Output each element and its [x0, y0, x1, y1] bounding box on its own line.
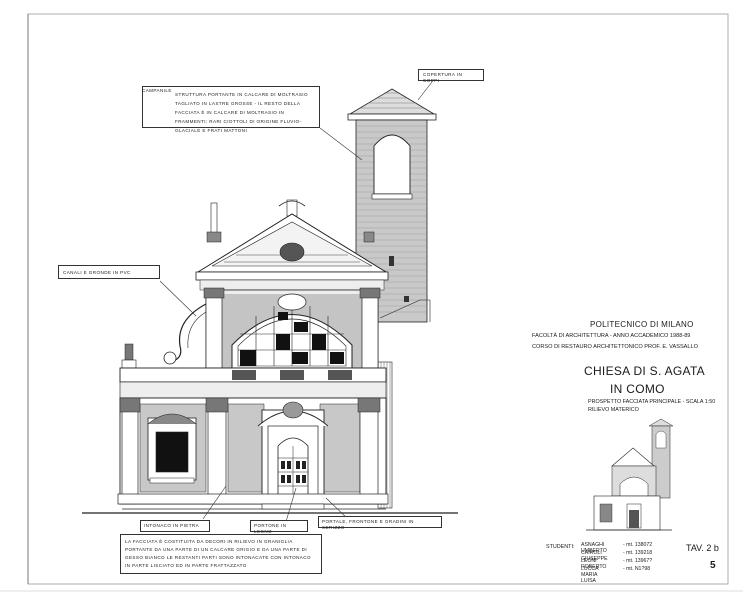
materials-note: LA FACCIATA È COSTITUITA DA DECORI IN RI… — [120, 534, 322, 574]
portone-note: PORTONE IN LEGNO — [250, 520, 308, 534]
roof-note: COPERTURA IN COPPI — [418, 69, 484, 83]
portone-text: PORTONE IN LEGNO — [254, 523, 287, 534]
student-name: LUCCA MARIA LUISA — [581, 566, 599, 584]
course: CORSO DI RESTAURO ARCHITETTONICO PROF. E… — [532, 344, 698, 350]
student-name: ASNAGHI UMBERTO — [581, 542, 607, 554]
campanile-note: CAMPANILE STRUTTURA PORTANTE IN CALCARE … — [142, 86, 320, 133]
drawing-subtitle: RILIEVO MATERICO — [588, 407, 639, 413]
facade-lower — [117, 397, 389, 510]
institution: POLITECNICO DI MILANO — [590, 320, 694, 329]
roof-text: COPERTURA IN COPPI — [423, 72, 463, 83]
faculty: FACOLTÀ DI ARCHITETTURA - ANNO ACCADEMIC… — [532, 333, 691, 339]
church-title: CHIESA DI S. AGATA — [584, 364, 705, 378]
campanile-label: CAMPANILE — [142, 88, 172, 93]
portale-text: PORTALE, FRONTONE E GRADINI IN SERIZZO — [322, 519, 414, 530]
student-name: LEONI ROBERTO — [581, 558, 607, 570]
gutter-note: CANALI E GRONDE IN PVC — [58, 265, 160, 279]
facade-upper — [119, 199, 389, 399]
gutter-text: CANALI E GRONDE IN PVC — [63, 270, 131, 275]
student-name: CAIROLI GIUSEPPE — [581, 550, 608, 562]
city-title: IN COMO — [610, 382, 665, 396]
intonaco-note: INTONACO IN PIETRA — [140, 520, 210, 532]
student-id: - mt. 13967? — [623, 558, 653, 564]
student-id: - mt. 138072 — [623, 542, 653, 548]
sheet-number: 5 — [710, 560, 716, 571]
facade-thumbnail — [586, 418, 674, 531]
drawing-title: PROSPETTO FACCIATA PRINCIPALE - SCALA 1:… — [588, 399, 716, 405]
student-id: - mt. N1?98 — [623, 566, 651, 572]
portale-note: PORTALE, FRONTONE E GRADINI IN SERIZZO — [318, 516, 442, 530]
intonaco-text: INTONACO IN PIETRA — [144, 523, 200, 528]
sheet-tav: TAV. 2 b — [686, 543, 719, 553]
student-id: - mt. 139218 — [623, 550, 653, 556]
materials-text: LA FACCIATA È COSTITUITA DA DECORI IN RI… — [125, 539, 311, 568]
campanile-text: STRUTTURA PORTANTE IN CALCARE DI MOLTRAS… — [175, 92, 308, 133]
students-label: STUDENTI: — [546, 544, 575, 550]
